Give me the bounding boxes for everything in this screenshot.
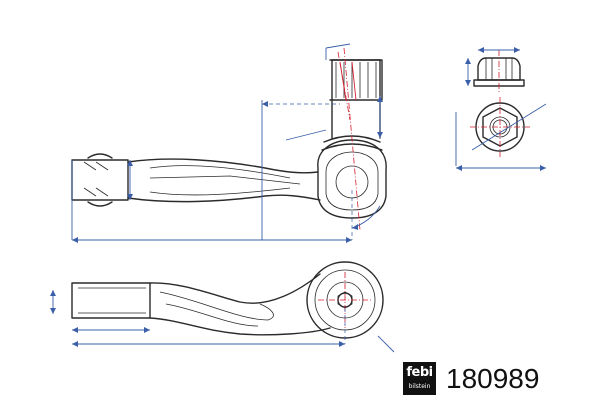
- top-view: [50, 261, 395, 353]
- brand-logo-text: febi: [406, 365, 433, 380]
- part-number: 180989: [446, 363, 540, 394]
- nut-top-view: [455, 97, 547, 171]
- nut-side-view: [465, 47, 525, 94]
- side-view: [71, 43, 387, 243]
- brand-logo: febi bilstein: [403, 362, 436, 395]
- brand-logo-subtext: bilstein: [408, 383, 431, 390]
